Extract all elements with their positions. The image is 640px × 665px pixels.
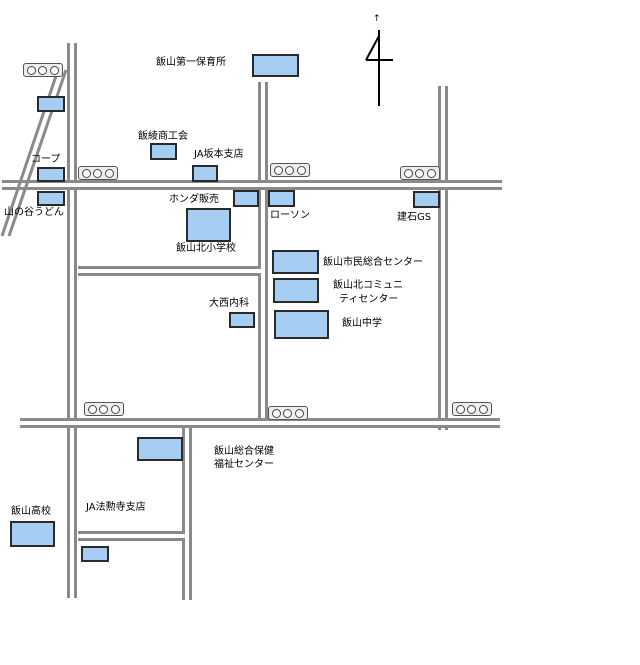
- label-onishi: 大西内科: [209, 298, 249, 309]
- building-community-center: [273, 278, 319, 303]
- north-arrow-icon: [365, 30, 393, 106]
- label-kita-sho: 飯山北小学校: [176, 243, 236, 254]
- road-lower-horizontal: [78, 531, 185, 541]
- label-shokokai: 飯綾商工会: [138, 131, 188, 142]
- building-onishi-naika: [229, 312, 255, 328]
- road-south-vertical: [182, 428, 192, 600]
- label-chugaku: 飯山中学: [342, 318, 382, 329]
- traffic-signal-icon: [452, 402, 492, 416]
- building-kita-shogakko: [186, 208, 231, 242]
- traffic-signal-icon: [78, 166, 118, 180]
- label-hoken-2: 福祉センター: [214, 459, 274, 470]
- building-hoikusho: [252, 54, 299, 77]
- building-chugaku: [274, 310, 329, 339]
- label-koko: 飯山高校: [11, 506, 51, 517]
- building-ja-hoshoji: [81, 546, 109, 562]
- building-kenseki-gs: [413, 191, 440, 208]
- traffic-signal-icon: [400, 166, 440, 180]
- traffic-signal-icon: [268, 406, 308, 420]
- label-ja-hoshoji: JA法勲寺支店: [86, 502, 146, 513]
- label-honda: ホンダ販売: [169, 194, 219, 205]
- building-coop: [37, 167, 65, 182]
- building-hoken-fukushi: [137, 437, 183, 461]
- traffic-signal-icon: [84, 402, 124, 416]
- building-honda: [233, 190, 259, 207]
- building-ja-sakamoto: [192, 165, 218, 182]
- road-east-vertical: [438, 86, 448, 430]
- traffic-signal-icon: [23, 63, 63, 77]
- label-hoikusho: 飯山第一保育所: [156, 57, 226, 68]
- building-lawson: [268, 190, 295, 207]
- north-marker-text: ↑: [373, 14, 381, 24]
- label-community-1: 飯山北コミュニ: [333, 280, 403, 291]
- road-central-vertical: [258, 82, 268, 422]
- label-hoken-1: 飯山総合保健: [214, 446, 274, 457]
- label-shimin: 飯山市民総合センター: [323, 257, 423, 268]
- road-mid-horizontal: [78, 266, 261, 276]
- building-unlabeled-north: [37, 96, 65, 112]
- label-community-2: ティセンター: [339, 294, 399, 305]
- label-lawson: ローソン: [270, 210, 310, 221]
- building-shimin-center: [272, 250, 319, 274]
- road-west-vertical: [67, 43, 77, 598]
- label-udon: 山の谷うどん: [4, 207, 64, 218]
- road-main-horizontal: [2, 180, 502, 190]
- building-shokokai: [150, 143, 177, 160]
- traffic-signal-icon: [270, 163, 310, 177]
- label-coop: コープ: [31, 154, 61, 165]
- building-koko: [10, 521, 55, 547]
- building-udon: [37, 191, 65, 206]
- road-south-horizontal: [20, 418, 500, 428]
- label-kenseki: 建石GS: [397, 212, 432, 223]
- label-ja-sakamoto: JA坂本支店: [194, 149, 244, 160]
